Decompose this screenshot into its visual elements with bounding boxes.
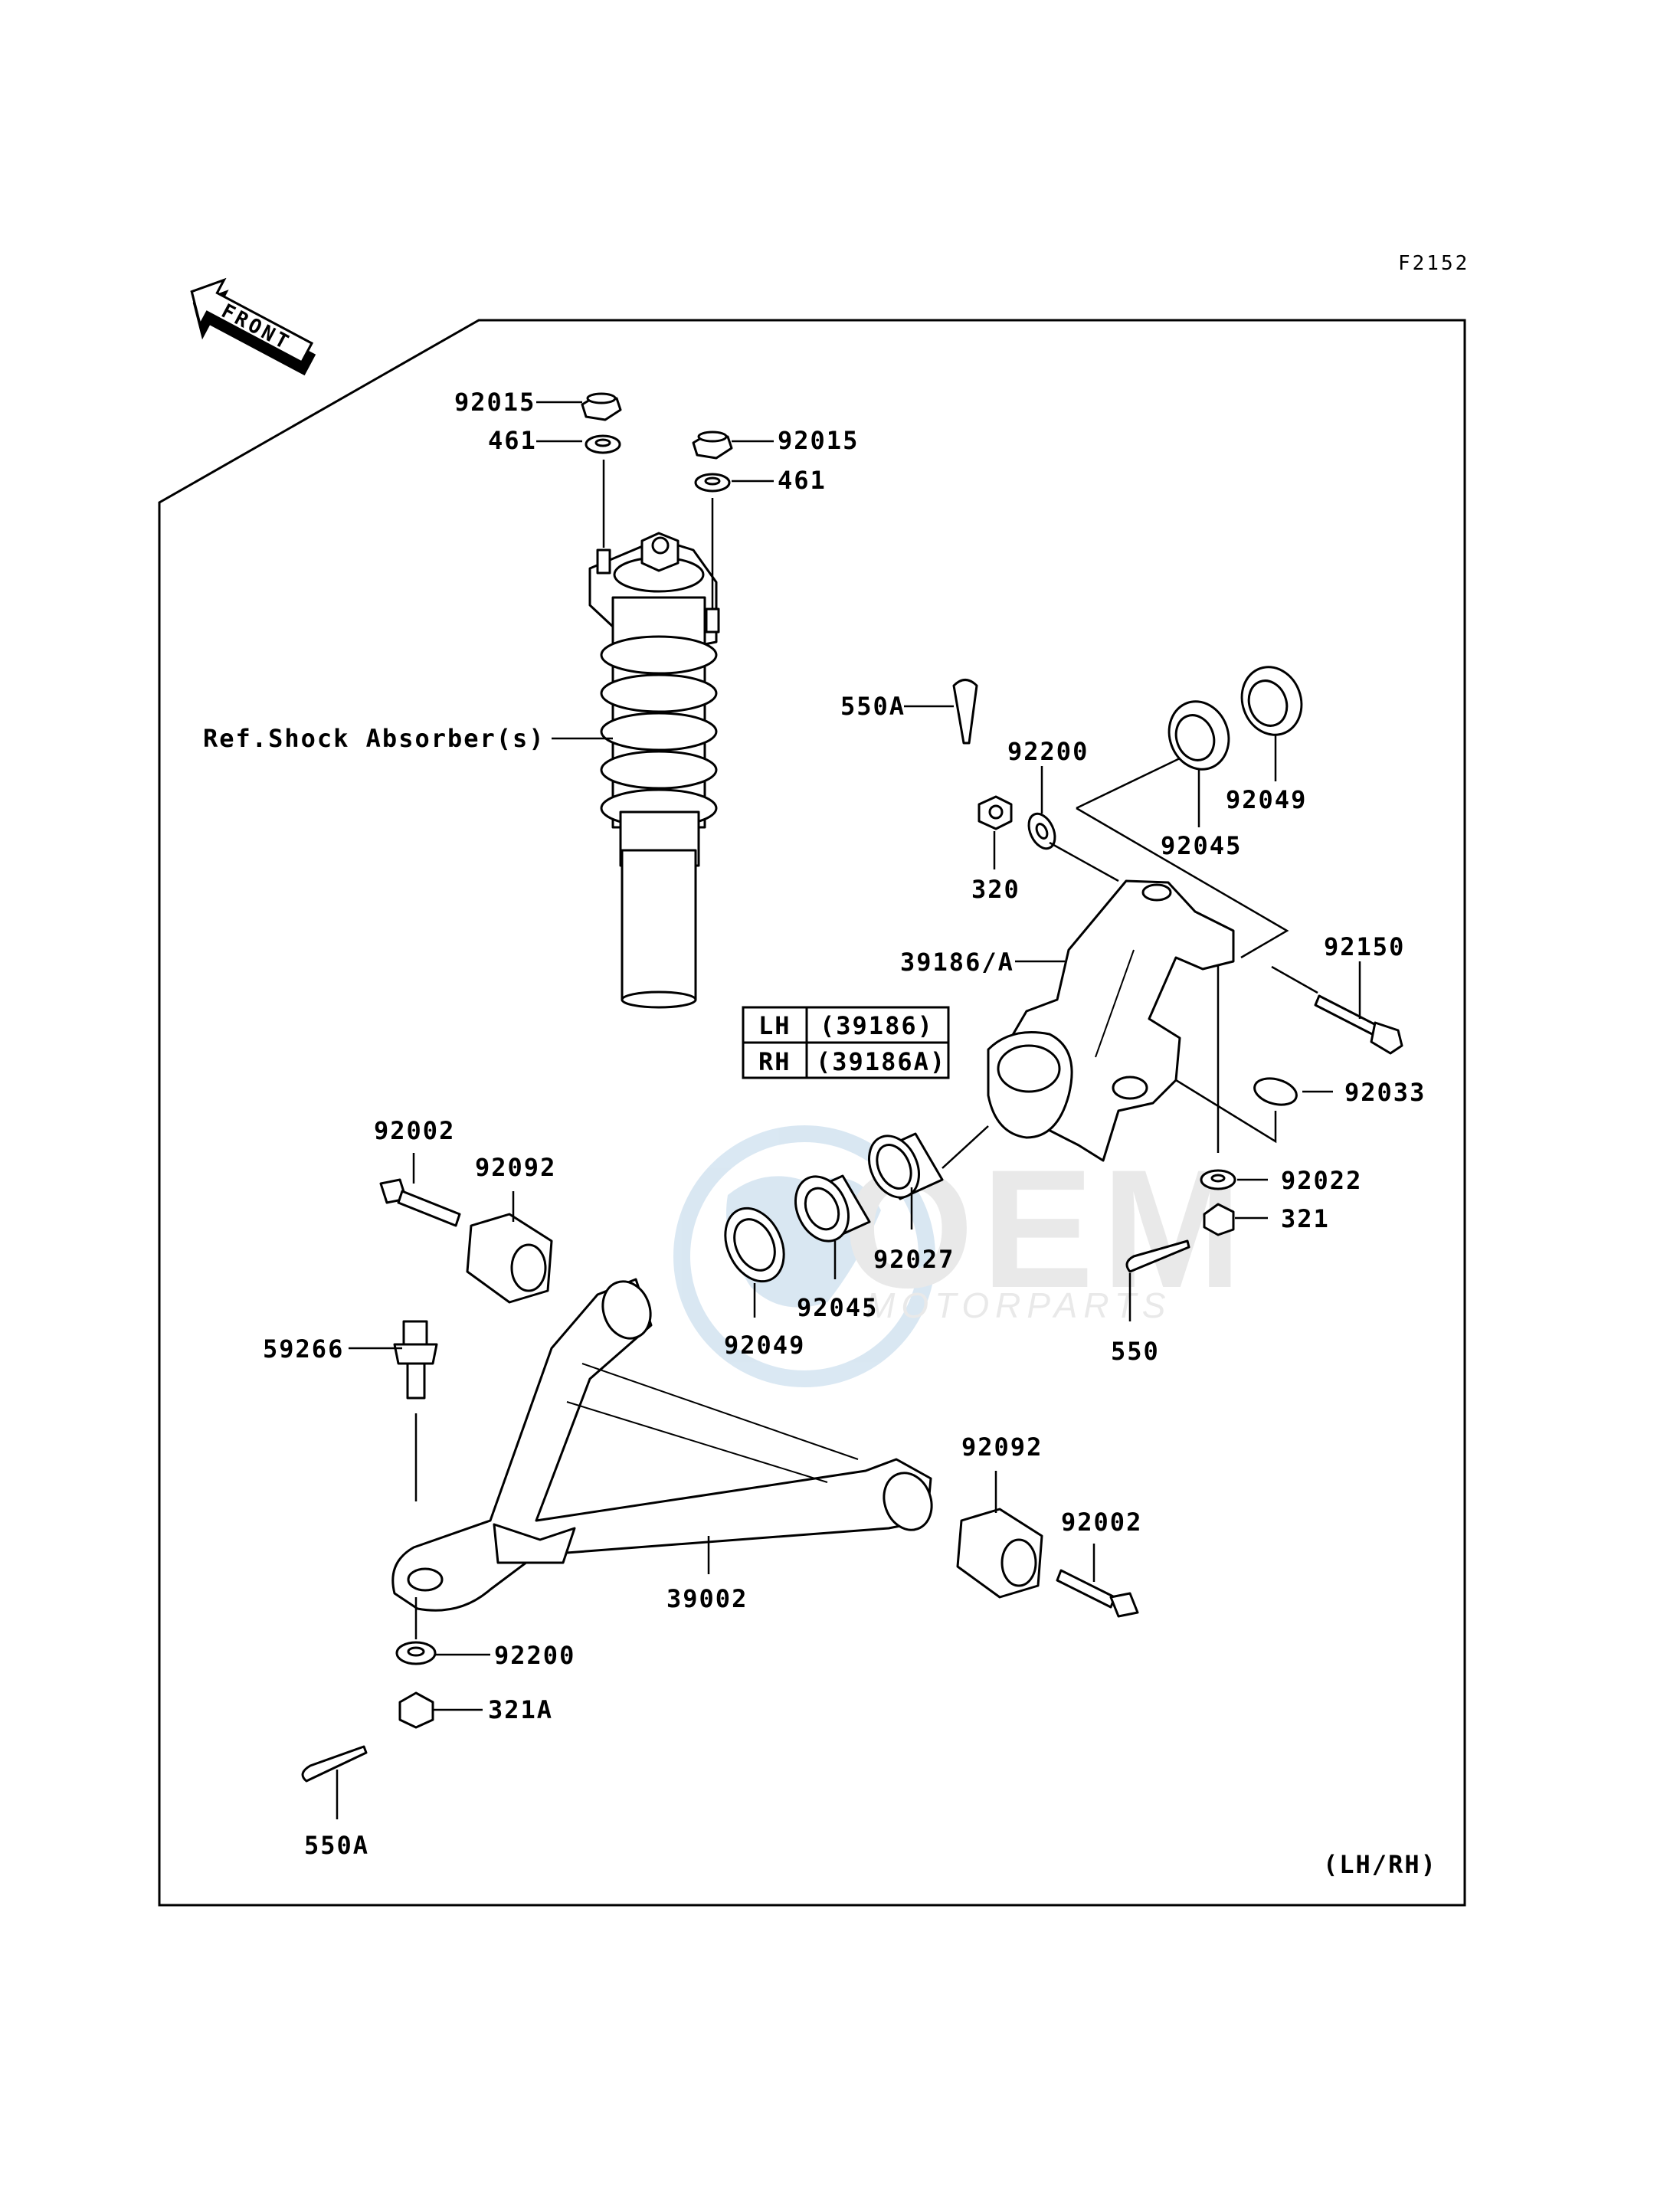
front-arrow-icon: FRONT [190, 277, 316, 376]
nut-92015-left-icon [581, 392, 622, 421]
label-550A-top: 550A [840, 692, 905, 721]
label-321: 321 [1281, 1204, 1330, 1233]
bolt-92150-icon [1314, 994, 1403, 1055]
washer-92200-top-icon [1027, 812, 1056, 850]
label-321A: 321A [488, 1695, 553, 1724]
label-550: 550 [1111, 1337, 1160, 1366]
bushing-92092-left-icon [466, 1213, 553, 1304]
label-39186A: 39186/A [900, 948, 1014, 977]
label-ref-shock: Ref.Shock Absorber(s) [203, 724, 545, 753]
label-92092-right: 92092 [961, 1432, 1043, 1462]
label-92200-top: 92200 [1007, 737, 1089, 766]
diagram-frame [158, 319, 1466, 1907]
cotter-pin-550-icon [1125, 1239, 1190, 1273]
label-92015-right: 92015 [778, 426, 859, 455]
nut-92015-right-icon [692, 431, 733, 460]
label-461-right: 461 [778, 466, 827, 495]
bushing-92092-right-icon [956, 1508, 1043, 1599]
bearing-92045-top-icon [1167, 700, 1230, 771]
label-59266: 59266 [263, 1334, 344, 1364]
label-92200-bottom: 92200 [494, 1641, 575, 1670]
watermark-subtitle: MOTORPARTS [866, 1285, 1171, 1325]
nut-321A-icon [398, 1691, 434, 1729]
label-92022: 92022 [1281, 1166, 1362, 1195]
steering-knuckle [987, 879, 1235, 1162]
washer-92200-bottom-icon [395, 1641, 437, 1665]
figure-code: F2152 [1398, 252, 1469, 275]
circlip-92033-icon [1253, 1077, 1298, 1106]
label-550A-bottom: 550A [304, 1831, 369, 1860]
label-461-left: 461 [488, 426, 537, 455]
seal-92049-mid-icon [724, 1207, 785, 1283]
label-39002: 39002 [666, 1584, 748, 1613]
variant-label: (LH/RH) [1323, 1850, 1437, 1879]
nut-320-icon [978, 795, 1013, 830]
bolt-92002-left-icon [379, 1178, 461, 1227]
seal-92049-top-icon [1240, 666, 1303, 736]
table-side-rh: RH [758, 1047, 791, 1076]
table-part-rh: (39186A) [816, 1047, 946, 1076]
label-92045-top: 92045 [1161, 831, 1242, 860]
table-part-lh: (39186) [820, 1011, 934, 1040]
ball-joint-59266-icon [393, 1320, 438, 1400]
cotter-pin-550A-bottom-icon [301, 1745, 368, 1783]
washer-461-right-icon [694, 473, 731, 493]
label-92033: 92033 [1344, 1078, 1426, 1107]
label-92015-left: 92015 [454, 388, 535, 417]
bolt-92002-right-icon [1056, 1569, 1139, 1618]
label-92027: 92027 [873, 1245, 955, 1274]
collar-92027-icon [868, 1132, 944, 1200]
washer-92022-icon [1200, 1169, 1236, 1190]
cotter-pin-550A-top-icon [952, 679, 978, 745]
label-92002-left: 92002 [374, 1116, 455, 1145]
washer-461-left-icon [585, 434, 621, 454]
side-table: LH (39186) RH (39186A) [742, 1006, 950, 1079]
label-92049-mid: 92049 [724, 1331, 805, 1360]
label-320: 320 [971, 875, 1020, 904]
label-92049-top: 92049 [1226, 785, 1307, 814]
label-92150: 92150 [1324, 932, 1405, 961]
label-92092-left: 92092 [475, 1153, 556, 1182]
label-92002-right: 92002 [1061, 1508, 1142, 1537]
a-arm [391, 1278, 933, 1612]
shock-absorber [588, 532, 720, 1009]
label-92045-mid: 92045 [797, 1293, 878, 1322]
table-side-lh: LH [758, 1011, 791, 1040]
nut-321-icon [1203, 1203, 1235, 1236]
bearing-92045-mid-icon [794, 1174, 871, 1243]
